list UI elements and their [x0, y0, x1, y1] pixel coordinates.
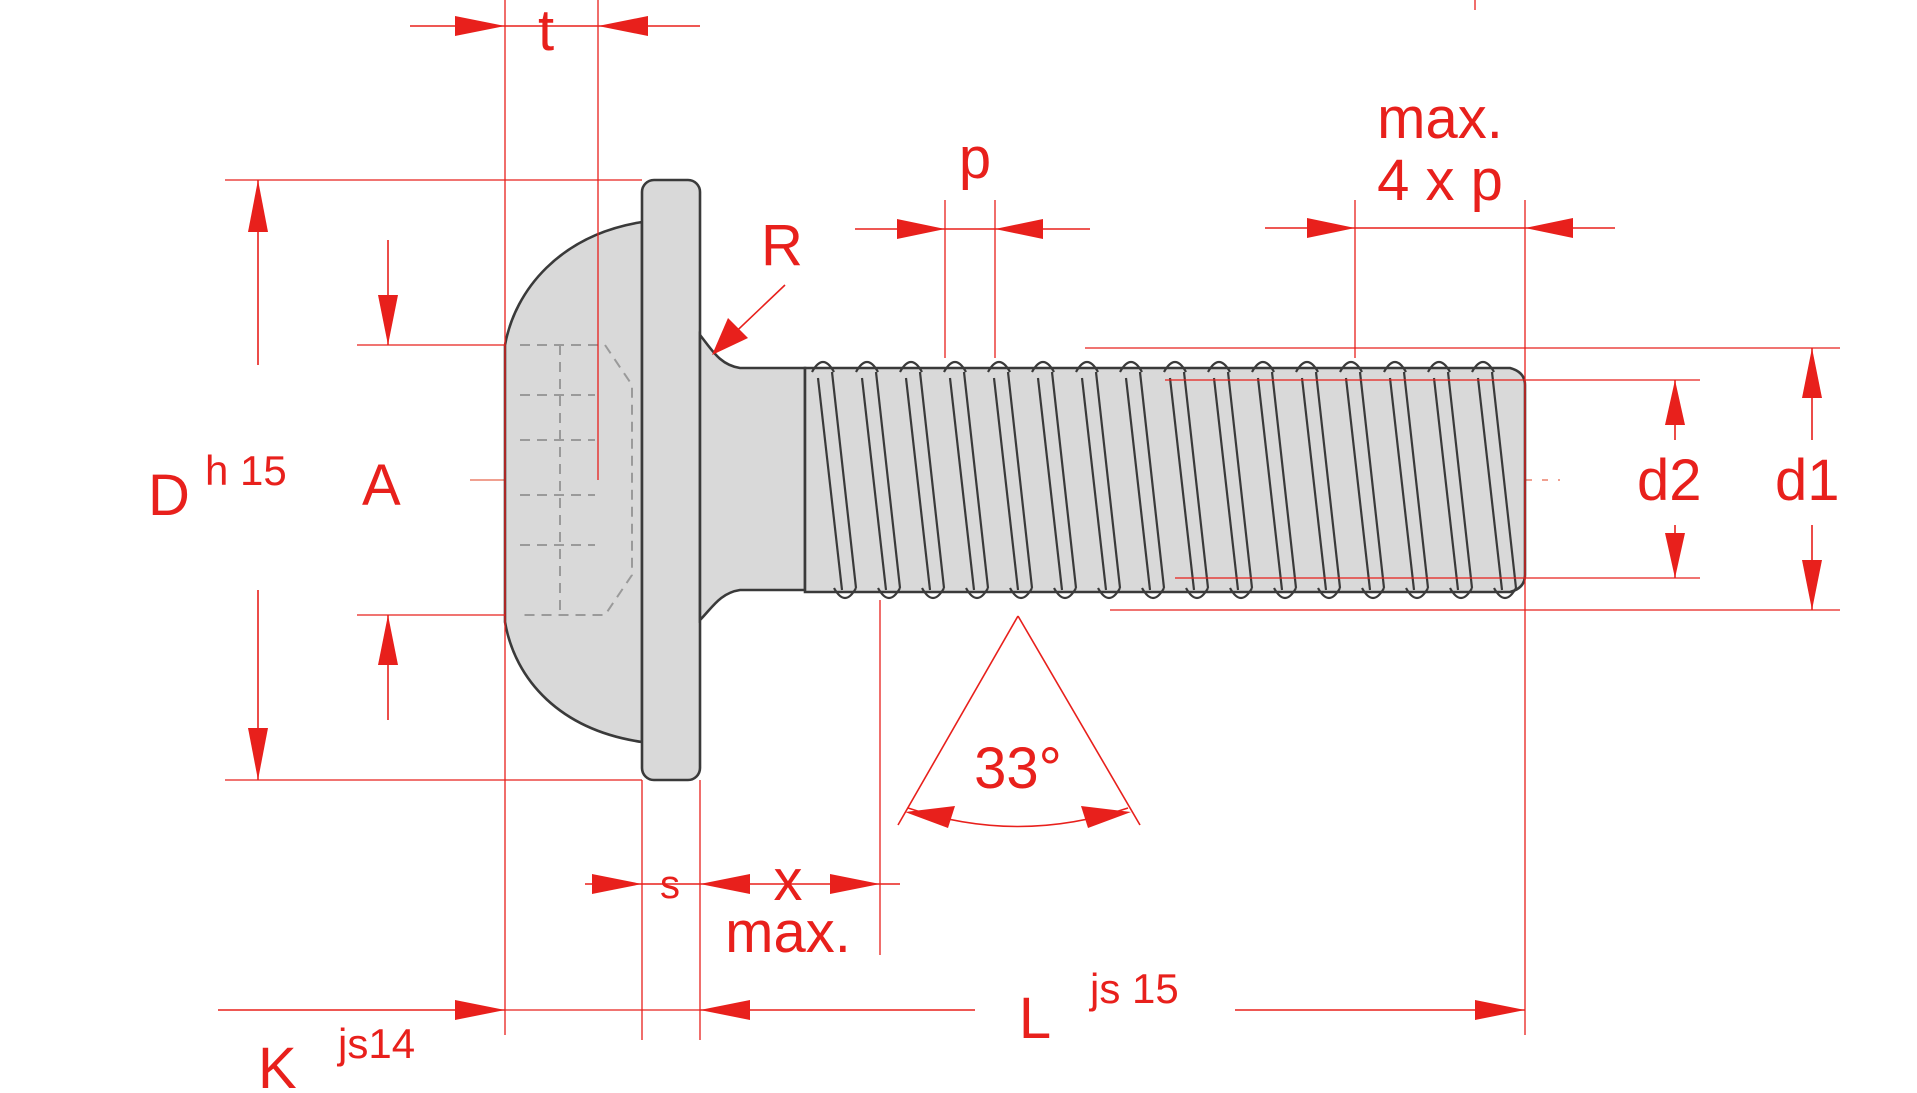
thread-helix [1300, 377, 1328, 591]
label-k: K [258, 1036, 297, 1093]
label-k-tolerance: js14 [336, 1020, 415, 1067]
dimension-lines [218, 0, 1840, 1040]
thread-crest [943, 360, 967, 373]
label-max-top: max. [1377, 86, 1503, 151]
thread-helix [1124, 377, 1152, 591]
thread-helix [1212, 377, 1240, 591]
thread-helix [1476, 377, 1504, 591]
label-s: s [660, 863, 680, 907]
thread-crest [899, 360, 923, 373]
thread-root [1097, 587, 1121, 600]
thread-helix [1256, 377, 1284, 591]
thread-helix [1314, 371, 1342, 589]
thread-crest [1251, 360, 1275, 373]
thread-root [1361, 587, 1385, 600]
thread-crest [1163, 360, 1187, 373]
label-d1: d1 [1775, 448, 1840, 513]
label-d: D [148, 463, 190, 528]
label-max-bottom: max. [725, 900, 851, 965]
label-t: t [538, 0, 554, 63]
thread-root [921, 587, 945, 600]
thread-helix [1344, 377, 1372, 591]
thread-crest [1119, 360, 1143, 373]
thread-crest [1471, 360, 1495, 373]
thread-helix [1270, 371, 1298, 589]
thread-crest [1383, 360, 1407, 373]
screw-body [503, 178, 1527, 782]
thread-root [965, 587, 989, 600]
thread-helix [1036, 377, 1064, 591]
thread-helix [1402, 371, 1430, 589]
thread-root [1009, 587, 1033, 600]
thread-helix [1446, 371, 1474, 589]
thread-root [877, 587, 901, 600]
thread-helix [1490, 371, 1518, 589]
thread-root [1493, 587, 1517, 600]
thread-crest [1295, 360, 1319, 373]
thread-crest [1427, 360, 1451, 373]
thread-crest [1075, 360, 1099, 373]
thread-root [1141, 587, 1165, 600]
label-angle: 33° [974, 736, 1062, 801]
thread-helix [830, 371, 858, 589]
thread-helix [1432, 377, 1460, 591]
thread-helix [948, 377, 976, 591]
thread-helix [1080, 377, 1108, 591]
thread-root [1449, 587, 1473, 600]
thread-root [1405, 587, 1429, 600]
hex-socket-hidden [520, 344, 633, 616]
label-d2: d2 [1637, 448, 1702, 513]
thread-helix [962, 371, 990, 589]
thread-helix [918, 371, 946, 589]
thread-root [1229, 587, 1253, 600]
label-4xp: 4 x p [1377, 148, 1503, 213]
label-p: p [959, 126, 991, 191]
thread-helix [1168, 377, 1196, 591]
label-l: L [1019, 986, 1051, 1051]
screw-flange [640, 178, 702, 782]
thread-root [833, 587, 857, 600]
label-a: A [362, 453, 401, 518]
thread-helix [1006, 371, 1034, 589]
thread-helix [874, 371, 902, 589]
label-r: R [761, 213, 803, 278]
thread-helix [1182, 371, 1210, 589]
thread-helix [1050, 371, 1078, 589]
thread-root [1317, 587, 1341, 600]
thread-crest [1339, 360, 1363, 373]
label-d-tolerance: h 15 [205, 447, 287, 494]
thread-crest [811, 360, 835, 373]
screw-neck [698, 331, 807, 624]
thread-pattern [811, 360, 1518, 600]
screw-dome [503, 220, 644, 744]
thread-helix [1094, 371, 1122, 589]
label-x: x [774, 848, 803, 913]
thread-crest [1031, 360, 1055, 373]
label-l-tolerance: js 15 [1088, 965, 1179, 1012]
thread-root [1185, 587, 1209, 600]
thread-helix [860, 377, 888, 591]
thread-crest [1207, 360, 1231, 373]
thread-helix [904, 377, 932, 591]
thread-root [1273, 587, 1297, 600]
thread-crest [987, 360, 1011, 373]
thread-helix [1138, 371, 1166, 589]
thread-helix [992, 377, 1020, 591]
thread-crest [855, 360, 879, 373]
thread-helix [816, 377, 844, 591]
thread-helix [1358, 371, 1386, 589]
thread-helix [1388, 377, 1416, 591]
thread-helix [1226, 371, 1254, 589]
thread-root [1053, 587, 1077, 600]
